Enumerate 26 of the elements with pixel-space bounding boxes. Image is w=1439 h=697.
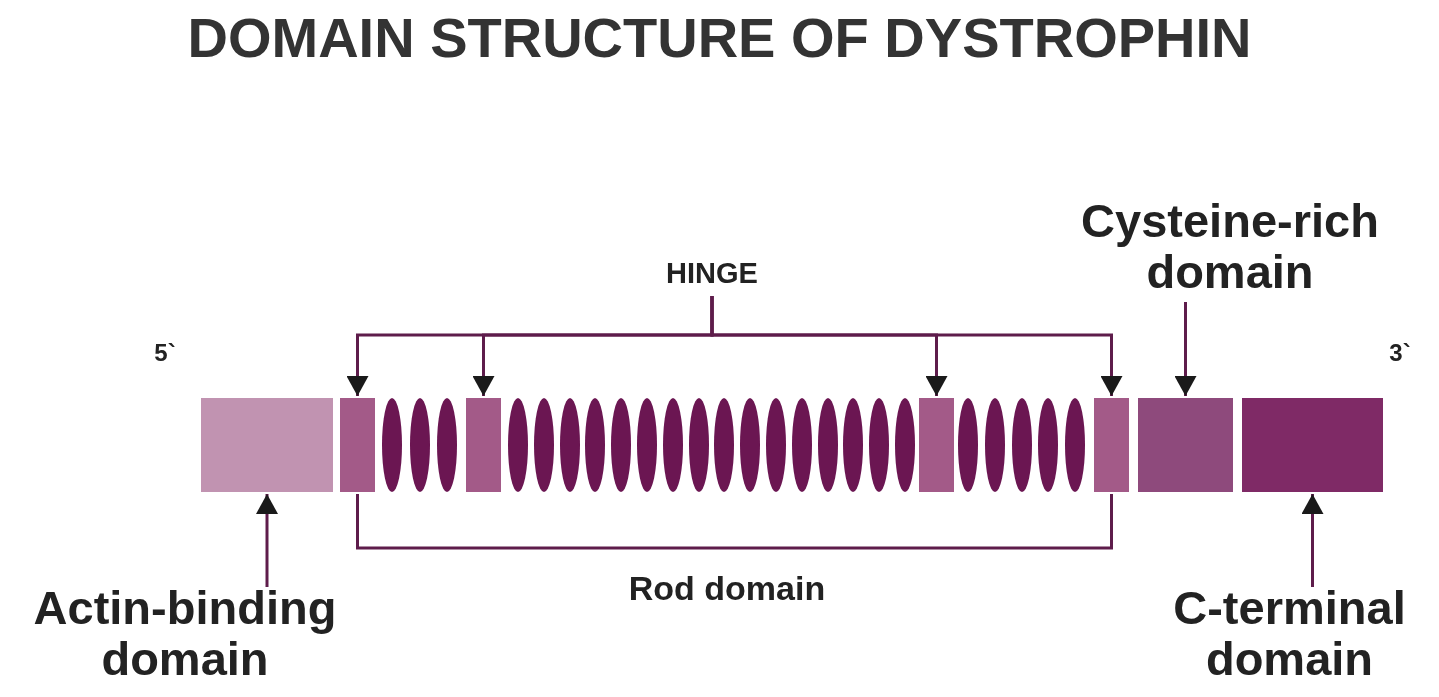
spectrin-repeat-ellipse bbox=[895, 398, 915, 492]
domain-label: Actin-binding domain bbox=[0, 583, 370, 685]
spectrin-repeat-ellipse bbox=[508, 398, 528, 492]
spectrin-repeat-ellipse bbox=[637, 398, 657, 492]
spectrin-repeat-ellipse bbox=[958, 398, 978, 492]
spectrin-repeat-ellipse bbox=[437, 398, 457, 492]
leader-arrow bbox=[1174, 302, 1197, 396]
domain-block bbox=[340, 398, 375, 492]
domain-block bbox=[919, 398, 954, 492]
spectrin-repeat-ellipse bbox=[382, 398, 402, 492]
spectrin-repeat-ellipse bbox=[766, 398, 786, 492]
hinge-label: HINGE bbox=[612, 258, 812, 290]
bracket-label: Rod domain bbox=[627, 570, 827, 607]
end-label: 5` bbox=[153, 340, 177, 366]
domain-block bbox=[1138, 398, 1233, 492]
domain-block bbox=[466, 398, 501, 492]
leader-arrow bbox=[256, 494, 278, 587]
bracket-arrow bbox=[710, 296, 1123, 396]
end-label: 3` bbox=[1388, 340, 1412, 366]
domain-block bbox=[1242, 398, 1383, 492]
leader-arrow bbox=[1301, 494, 1324, 587]
domain-block bbox=[1094, 398, 1129, 492]
domain-label: Cysteine-rich domain bbox=[1030, 196, 1430, 298]
title: DOMAIN STRUCTURE OF DYSTROPHIN bbox=[186, 8, 1253, 69]
domain-block bbox=[201, 398, 333, 492]
domain-label: C-terminal domain bbox=[1140, 583, 1439, 685]
